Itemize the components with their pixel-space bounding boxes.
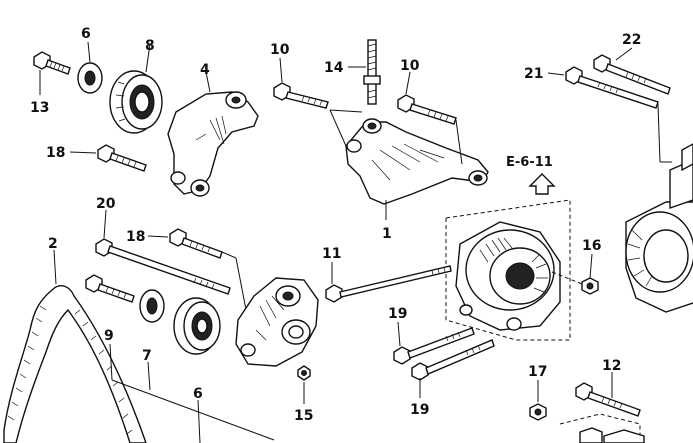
callout-18-top: 18 (46, 145, 65, 161)
bolt-9[interactable] (85, 274, 135, 303)
callout-4: 4 (200, 62, 210, 78)
callout-15: 15 (294, 408, 313, 424)
callout-18-middle: 18 (126, 229, 145, 245)
reference-arrow-icon (528, 173, 556, 195)
nut-15[interactable] (297, 365, 311, 381)
tensioner-bracket-4[interactable] (167, 91, 259, 197)
callout-20: 20 (96, 196, 116, 212)
reference-label[interactable]: E-6-11 (506, 155, 553, 170)
callout-16: 16 (582, 238, 601, 254)
bolt-10-left[interactable] (273, 82, 329, 109)
bolt-18-top[interactable] (97, 144, 147, 172)
callout-8: 8 (145, 38, 155, 54)
callout-9: 9 (104, 328, 114, 344)
alternator[interactable] (455, 221, 561, 331)
bolt-10-right[interactable] (397, 94, 457, 125)
compressor-partial[interactable] (625, 143, 693, 313)
bolt-13[interactable] (33, 51, 71, 75)
callout-19-lower: 19 (410, 402, 429, 418)
bolt-19-upper[interactable] (393, 327, 475, 365)
nut-17[interactable] (529, 403, 547, 421)
callout-14: 14 (324, 60, 344, 76)
callout-11: 11 (322, 246, 341, 262)
washer-6-top[interactable] (77, 62, 103, 94)
bolt-18-middle[interactable] (169, 228, 223, 259)
callout-7: 7 (142, 348, 152, 364)
callout-13: 13 (30, 100, 49, 116)
belt-tensioner[interactable] (235, 277, 319, 367)
callout-2: 2 (48, 236, 58, 252)
callout-12: 12 (602, 358, 621, 374)
bolt-22[interactable] (593, 54, 671, 95)
callout-6-top: 6 (81, 26, 91, 42)
idler-pulley-6-bottom[interactable] (173, 297, 221, 355)
callout-17: 17 (528, 364, 547, 380)
bolt-21[interactable] (565, 66, 659, 109)
callout-10-right: 10 (400, 58, 420, 74)
stud-14[interactable] (363, 39, 381, 105)
drive-belt-2[interactable] (3, 285, 147, 443)
callout-1: 1 (382, 226, 392, 242)
bolt-12[interactable] (575, 382, 641, 417)
nut-16[interactable] (581, 277, 599, 295)
callout-6-bottom: 6 (193, 386, 203, 402)
callout-22: 22 (622, 32, 641, 48)
alternator-bracket-1[interactable] (345, 118, 489, 205)
through-bolt-11[interactable] (325, 265, 452, 303)
bolt-19-lower[interactable] (411, 339, 495, 381)
bottom-bracket-partial[interactable] (559, 413, 645, 443)
callout-10-left: 10 (270, 42, 290, 58)
idler-pulley-8[interactable] (109, 70, 163, 134)
callout-21: 21 (524, 66, 543, 82)
washer-7[interactable] (139, 289, 165, 323)
callout-19-upper: 19 (388, 306, 407, 322)
alternator-boundary (445, 199, 571, 341)
bolt-20[interactable] (95, 238, 231, 295)
